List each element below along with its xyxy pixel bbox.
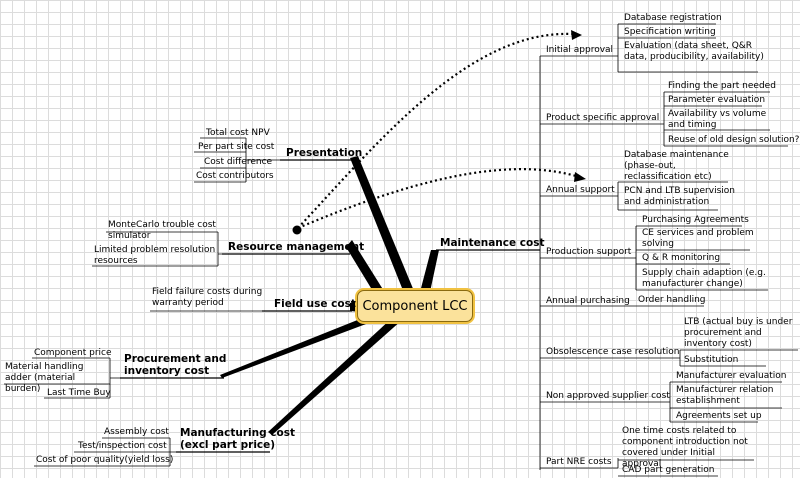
leaf-parameter-evaluation[interactable]: Parameter evaluation [668, 95, 766, 105]
relationship-origin-dot [292, 225, 302, 235]
branch-product-specific-approval[interactable]: Product specific approval [546, 113, 660, 123]
leaf-purchasing-agreements[interactable]: Purchasing Agreements [642, 215, 749, 225]
topic-procurement-inventory[interactable]: Procurement and inventory cost [124, 353, 227, 377]
leaf-ce-services[interactable]: CE services and problem solving [642, 228, 754, 249]
main-underlines [120, 159, 540, 453]
branch-initial-approval[interactable]: Initial approval [546, 45, 614, 55]
branch-production-support[interactable]: Production support [546, 247, 632, 257]
leaf-pcn-ltb-supervision[interactable]: PCN and LTB supervision and administrati… [624, 186, 735, 207]
leaf-database-registration[interactable]: Database registration [624, 13, 722, 23]
leaf-component-price[interactable]: Component price [34, 348, 112, 358]
topic-manufacturing-cost[interactable]: Manufacturing cost (excl part price) [180, 427, 295, 451]
leaf-finding-part[interactable]: Finding the part needed [668, 81, 776, 91]
relationship-arrows [297, 32, 577, 230]
leaf-montecarlo-simulator[interactable]: MonteCarlo trouble cost simulator [108, 220, 216, 241]
branch-resource [346, 240, 384, 293]
topic-presentation[interactable]: Presentation [286, 147, 363, 159]
leaf-cost-difference[interactable]: Cost difference [204, 157, 273, 167]
topic-maintenance-cost[interactable]: Maintenance cost [440, 237, 545, 249]
leaf-total-cost-npv[interactable]: Total cost NPV [206, 128, 270, 138]
leaf-qr-monitoring[interactable]: Q & R monitoring [642, 253, 721, 263]
branch-manufacturing [268, 318, 402, 435]
branch-non-approved-supplier[interactable]: Non approved supplier cost [546, 391, 670, 401]
arrowhead-annual-support [574, 172, 586, 182]
leaf-one-time-costs[interactable]: One time costs related to component intr… [622, 426, 748, 469]
leaf-assembly-cost[interactable]: Assembly cost [104, 427, 169, 437]
leaf-database-maintenance[interactable]: Database maintenance (phase-out, reclass… [624, 150, 729, 182]
right-connectors [539, 23, 798, 477]
leaf-limited-resources[interactable]: Limited problem resolution resources [94, 245, 216, 266]
leaf-specification-writing[interactable]: Specification writing [624, 27, 716, 37]
leaf-manufacturer-evaluation[interactable]: Manufacturer evaluation [676, 371, 787, 381]
left-connectors [4, 137, 282, 467]
leaf-agreements-set-up[interactable]: Agreements set up [676, 411, 762, 421]
leaf-reuse-old-design[interactable]: Reuse of old design solution? [668, 135, 800, 145]
branch-presentation [350, 156, 414, 293]
main-branches [220, 156, 439, 435]
branch-procurement [220, 315, 374, 378]
branch-annual-support[interactable]: Annual support [546, 185, 615, 195]
branch-annual-purchasing[interactable]: Annual purchasing [546, 296, 630, 306]
leaf-cad-part-generation[interactable]: CAD part generation [622, 465, 715, 475]
arrowhead-initial-approval [571, 30, 582, 40]
leaf-test-inspection-cost[interactable]: Test/inspection cost [78, 441, 167, 451]
leaf-material-handling-adder[interactable]: Material handling adder (material burden… [5, 362, 84, 394]
leaf-per-part-site-cost[interactable]: Per part site cost [198, 142, 275, 152]
topic-field-use-cost[interactable]: Field use cost [274, 298, 356, 310]
leaf-cost-of-poor-quality[interactable]: Cost of poor quality(yield loss) [36, 455, 174, 465]
leaf-cost-contributors[interactable]: Cost contributors [196, 171, 274, 181]
leaf-availability-volume[interactable]: Availability vs volume and timing [668, 109, 767, 130]
leaf-substitution[interactable]: Substitution [684, 355, 739, 365]
central-topic[interactable]: Component LCC [357, 290, 473, 322]
leaf-ltb-actual-buy[interactable]: LTB (actual buy is under procurement and… [684, 317, 793, 349]
branch-maintenance [420, 250, 439, 292]
leaf-field-failure-costs[interactable]: Field failure costs during warranty peri… [152, 287, 263, 308]
leaf-evaluation[interactable]: Evaluation (data sheet, Q&R data, produc… [624, 41, 764, 62]
branch-part-nre-costs[interactable]: Part NRE costs [546, 457, 612, 467]
branch-obsolescence-resolution[interactable]: Obsolescence case resolution [546, 347, 680, 357]
topic-resource-management[interactable]: Resource management [228, 241, 365, 253]
leaf-last-time-buy[interactable]: Last Time Buy [47, 388, 111, 398]
leaf-manufacturer-relation[interactable]: Manufacturer relation establishment [676, 385, 774, 406]
leaf-supply-chain-adaption[interactable]: Supply chain adaption (e.g. manufacturer… [642, 268, 766, 289]
leaf-order-handling[interactable]: Order handling [638, 295, 706, 305]
